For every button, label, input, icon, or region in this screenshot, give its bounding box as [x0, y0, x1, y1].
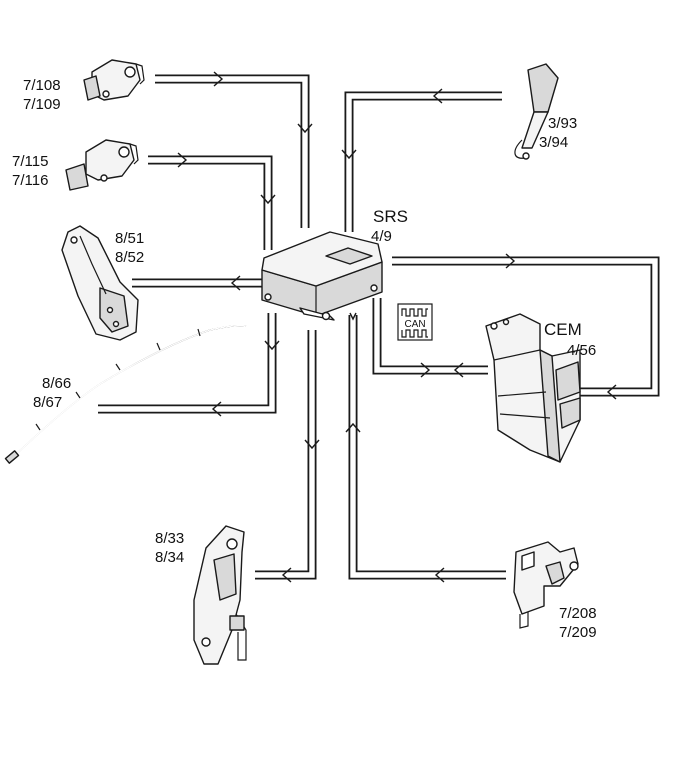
flow-arrow-icon [345, 422, 361, 433]
label-8-52: 8/52 [115, 249, 144, 266]
label-7-115: 7/115 [12, 153, 48, 170]
flow-arrow-icon [213, 71, 224, 87]
labels: 7/108 7/109 7/115 7/116 8/51 8/52 8/66 8… [12, 77, 597, 641]
sensor-bottom-right [513, 541, 579, 629]
flow-arrow-icon [453, 362, 464, 378]
sensor-top-left [83, 59, 145, 101]
label-8-67: 8/67 [33, 394, 62, 411]
flow-arrow-icon [297, 123, 313, 134]
buckle-switch [514, 63, 559, 160]
flow-arrow-icon [420, 362, 431, 378]
flow-arrow-icon [211, 401, 222, 417]
can-bus-icon: CAN [397, 303, 433, 341]
label-7-109: 7/109 [23, 96, 61, 113]
flow-arrow-icon [230, 275, 241, 291]
pipe-belt-pretensioner [255, 330, 317, 580]
srs-module [261, 231, 383, 321]
flow-arrow-icon [432, 88, 443, 104]
label-7-208: 7/208 [559, 605, 597, 622]
flow-arrow-icon [281, 567, 292, 583]
flow-arrow-icon [505, 253, 516, 269]
label-3-93: 3/93 [548, 115, 577, 132]
flow-arrow-icon [264, 340, 280, 351]
cem-module [485, 313, 581, 463]
flow-arrow-icon [260, 194, 276, 205]
flow-arrow-icon [349, 312, 357, 321]
label-7-108: 7/108 [23, 77, 61, 94]
label-srs: SRS [373, 207, 408, 226]
pipe-sensor-mid-left [148, 155, 273, 250]
can-label: CAN [404, 319, 425, 330]
label-7-116: 7/116 [12, 172, 48, 189]
label-7-209: 7/209 [559, 624, 597, 641]
pipe-sensor-top-left [155, 74, 310, 228]
sensor-mid-left [65, 139, 139, 191]
flow-arrow-icon [434, 567, 445, 583]
label-8-34: 8/34 [155, 549, 184, 566]
connection-lines [98, 74, 660, 580]
label-3-94: 3/94 [539, 134, 568, 151]
label-8-51: 8/51 [115, 230, 144, 247]
label-8-33: 8/33 [155, 530, 184, 547]
flow-arrow-icon [606, 384, 617, 400]
side-airbag-seat [61, 225, 139, 341]
flow-arrows [177, 71, 617, 583]
flow-arrow-icon [304, 439, 320, 450]
label-4-9: 4/9 [371, 228, 392, 245]
belt-pretensioner [193, 525, 247, 665]
label-8-66: 8/66 [42, 375, 71, 392]
label-4-56: 4/56 [567, 342, 596, 359]
flow-arrow-icon [177, 152, 188, 168]
label-cem: CEM [544, 320, 582, 339]
pipe-buckle-switch [344, 91, 502, 232]
curtain-airbag [4, 324, 247, 464]
flow-arrow-icon [341, 149, 357, 160]
